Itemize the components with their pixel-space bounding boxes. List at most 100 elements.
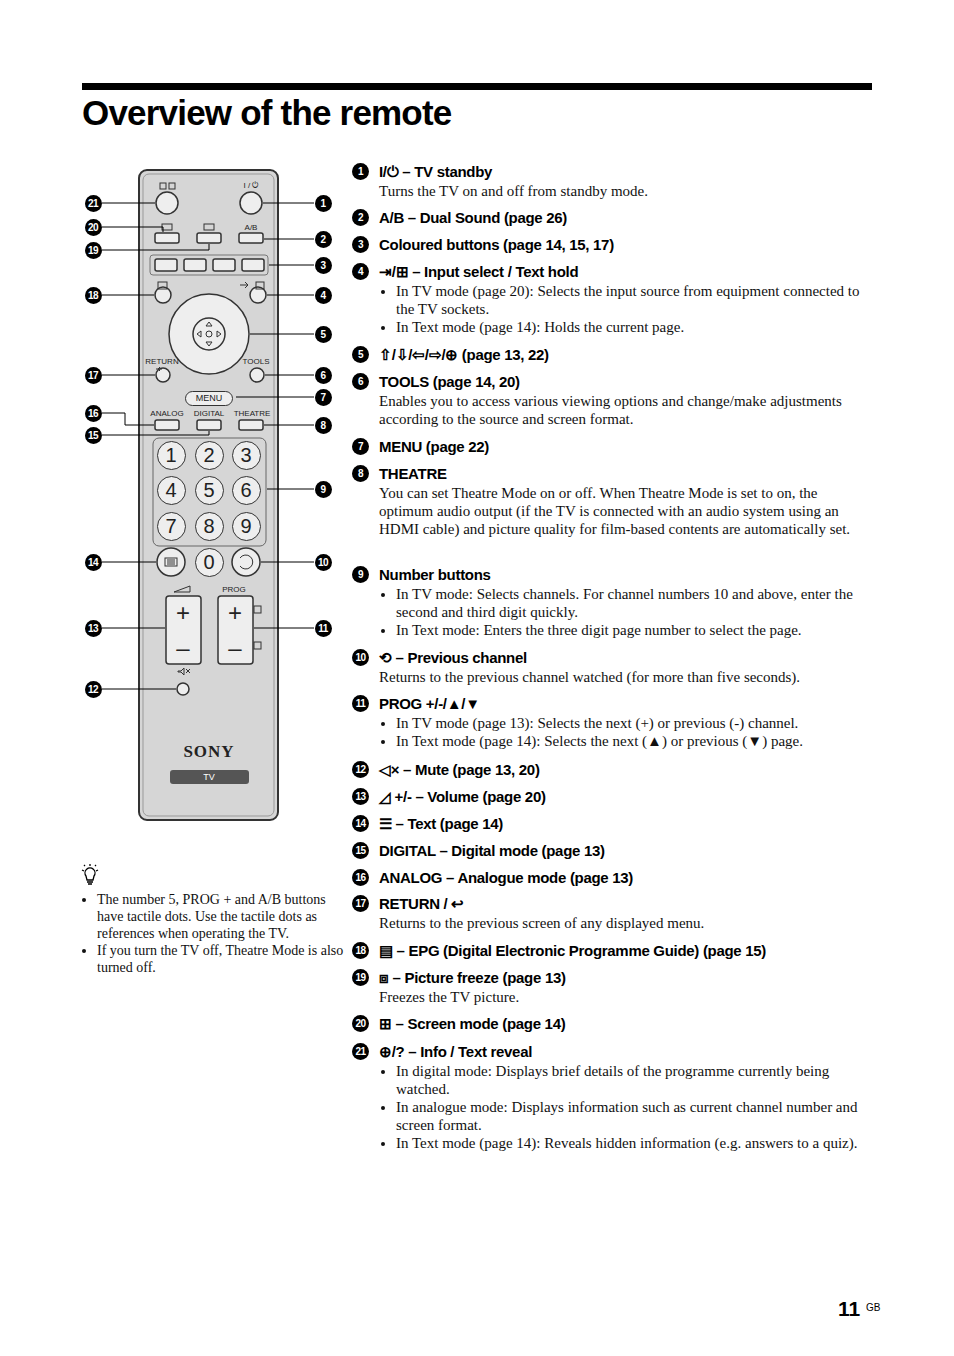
button-caption: TOOLS [243,357,270,366]
item-heading: ⧈ – Picture freeze (page 13) [379,967,877,988]
item-heading: ⊕/? – Info / Text reveal [379,1041,877,1062]
list-item: 2 A/B – Dual Sound (page 26) [352,207,877,228]
callout-number: 15 [352,842,369,859]
item-heading: ☰ – Text (page 14) [379,813,877,834]
bullet-list: In TV mode: Selects channels. For channe… [379,585,874,639]
callout-number: 13 [85,620,102,637]
item-heading: ⇥/⊞ – Input select / Text hold [379,261,877,282]
callout-number: 3 [315,257,332,274]
callout-number: 12 [85,681,102,698]
bullet-text: In analogue mode: Displays information s… [396,1098,874,1134]
region-code: GB [866,1302,880,1313]
item-heading: TOOLS (page 14, 20) [379,371,877,392]
item-heading: DIGITAL – Digital mode (page 13) [379,840,877,861]
item-heading: Number buttons [379,564,877,585]
callout-number: 6 [315,367,332,384]
callout-number: 2 [352,209,369,226]
callout-number: 20 [85,219,102,236]
item-text: Returns to the previous screen of any di… [379,914,874,932]
list-item: 4 ⇥/⊞ – Input select / Text holdIn TV mod… [352,261,877,336]
callout-number: 12 [352,761,369,778]
button-label: 1 [165,444,176,467]
page-title: Overview of the remote [82,93,451,133]
callout-number: 14 [85,554,102,571]
item-text: Enables you to access various viewing op… [379,392,874,428]
remote-button: 2 [195,441,224,470]
callout-number: 18 [352,942,369,959]
callout-number: 7 [315,389,332,406]
item-heading: ANALOG – Analogue mode (page 13) [379,867,877,888]
button-label: 8 [203,515,214,538]
bullet-text: In TV mode (page 20): Selects the input … [396,282,874,318]
list-item: 16ANALOG – Analogue mode (page 13) [352,867,877,888]
bullet-list: In TV mode (page 13): Selects the next (… [379,714,874,750]
callout-number: 17 [85,367,102,384]
bullet-text: In TV mode (page 13): Selects the next (… [396,714,874,732]
item-heading: RETURN / ↩ [379,893,877,914]
list-item: 9 Number buttonsIn TV mode: Selects chann… [352,564,877,639]
list-item: 21⊕/? – Info / Text revealIn digital mod… [352,1041,877,1152]
button-caption: PROG [222,585,246,594]
list-item: 3 Coloured buttons (page 14, 15, 17) [352,234,877,255]
list-item: 5⇧/⇩/⇦/⇨/⊕ (page 13, 22) [352,344,877,365]
item-text: Returns to the previous channel watched … [379,668,874,686]
list-item: 20⊞ – Screen mode (page 14) [352,1013,877,1034]
list-item: 12◁× – Mute (page 13, 20) [352,759,877,780]
remote-button: 0 [195,548,224,577]
callout-number: 19 [85,242,102,259]
tip-icon [82,864,98,884]
page-number: 11 [838,1297,860,1321]
remote-button: 1 [157,441,186,470]
callout-number: 10 [352,649,369,666]
callout-number: 8 [315,417,332,434]
remote-button: MENU [185,391,234,406]
remote-button: 3 [232,441,261,470]
callout-number: 4 [352,263,369,280]
item-heading: THEATRE [379,463,877,484]
remote-button: 7 [157,512,186,541]
button-caption: – [228,636,241,660]
item-heading: PROG +/-/▲/▼ [379,693,877,714]
button-label: 3 [240,444,251,467]
bullet-text: In TV mode: Selects channels. For channe… [396,585,874,621]
button-caption: RETURN [145,357,178,366]
list-item: 17RETURN / ↩Returns to the previous scre… [352,893,877,932]
tip-list: The number 5, PROG + and A/B buttons hav… [82,891,351,976]
callout-number: 1 [352,163,369,180]
callout-number: 16 [85,405,102,422]
callout-number: 5 [352,346,369,363]
remote-button: 9 [232,512,261,541]
item-heading: A/B – Dual Sound (page 26) [379,207,877,228]
callout-number: 18 [85,287,102,304]
item-heading: MENU (page 22) [379,436,877,457]
model-plate: TV [170,770,249,784]
item-heading: ◿ +/- – Volume (page 20) [379,786,877,807]
callout-number: 1 [315,195,332,212]
bullet-text: In digital mode: Displays brief details … [396,1062,874,1098]
bullet-text: In Text mode (page 14): Selects the next… [396,732,874,750]
button-label: 9 [240,515,251,538]
remote-button: 5 [195,476,224,505]
item-heading: ▤ – EPG (Digital Electronic Programme Gu… [379,940,877,961]
brand-logo: SONY [183,742,234,762]
button-caption: + [176,601,190,625]
callout-number: 10 [315,554,332,571]
callout-number: 9 [352,566,369,583]
callout-number: 2 [315,231,332,248]
callout-number: 9 [315,481,332,498]
callout-number: 7 [352,438,369,455]
item-text: Freezes the TV picture. [379,988,874,1006]
list-item: 6TOOLS (page 14, 20)Enables you to acces… [352,371,877,428]
bullet-text: In Text mode: Enters the three digit pag… [396,621,874,639]
button-label: 2 [203,444,214,467]
callout-number: 3 [352,236,369,253]
callout-number: 15 [85,427,102,444]
item-heading: Coloured buttons (page 14, 15, 17) [379,234,877,255]
list-item: 13◿ +/- – Volume (page 20) [352,786,877,807]
callout-number: 11 [315,620,332,637]
button-caption: A/B [245,223,258,232]
button-caption: THEATRE [234,409,271,418]
button-caption: – [176,636,189,660]
bullet-text: In Text mode (page 14): Holds the curren… [396,318,874,336]
button-caption: DIGITAL [194,409,225,418]
